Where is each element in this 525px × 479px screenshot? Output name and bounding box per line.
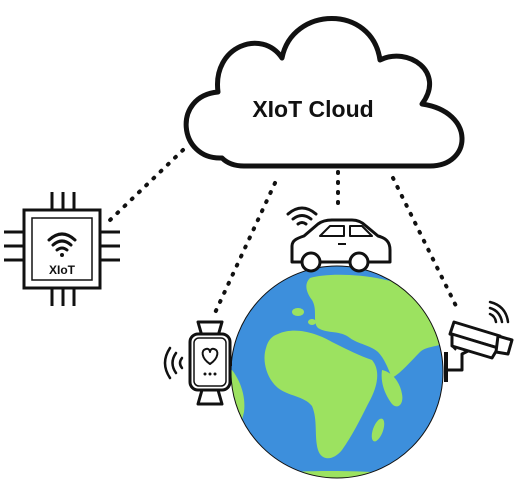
cloud-label: XIoT Cloud: [252, 96, 373, 122]
earth-globe-icon: [230, 265, 444, 479]
connected-car-icon: [286, 206, 392, 273]
heart-icon: [201, 347, 219, 365]
microchip-icon: XIoT: [4, 192, 120, 306]
wifi-signal-icon: [286, 206, 318, 226]
connection-camera-cloud: [391, 176, 460, 312]
cloud-icon: XIoT Cloud: [183, 16, 465, 169]
connection-watch-cloud: [212, 181, 277, 317]
security-camera-icon: [444, 300, 514, 382]
wifi-signal-icon: [163, 346, 184, 380]
smartwatch-icon: [163, 320, 232, 406]
wifi-signal-icon: [47, 232, 77, 257]
connection-chip-cloud: [106, 148, 185, 224]
chip-label: XIoT: [49, 263, 76, 277]
wifi-signal-icon: [488, 300, 510, 324]
connection-lines: [106, 148, 460, 317]
